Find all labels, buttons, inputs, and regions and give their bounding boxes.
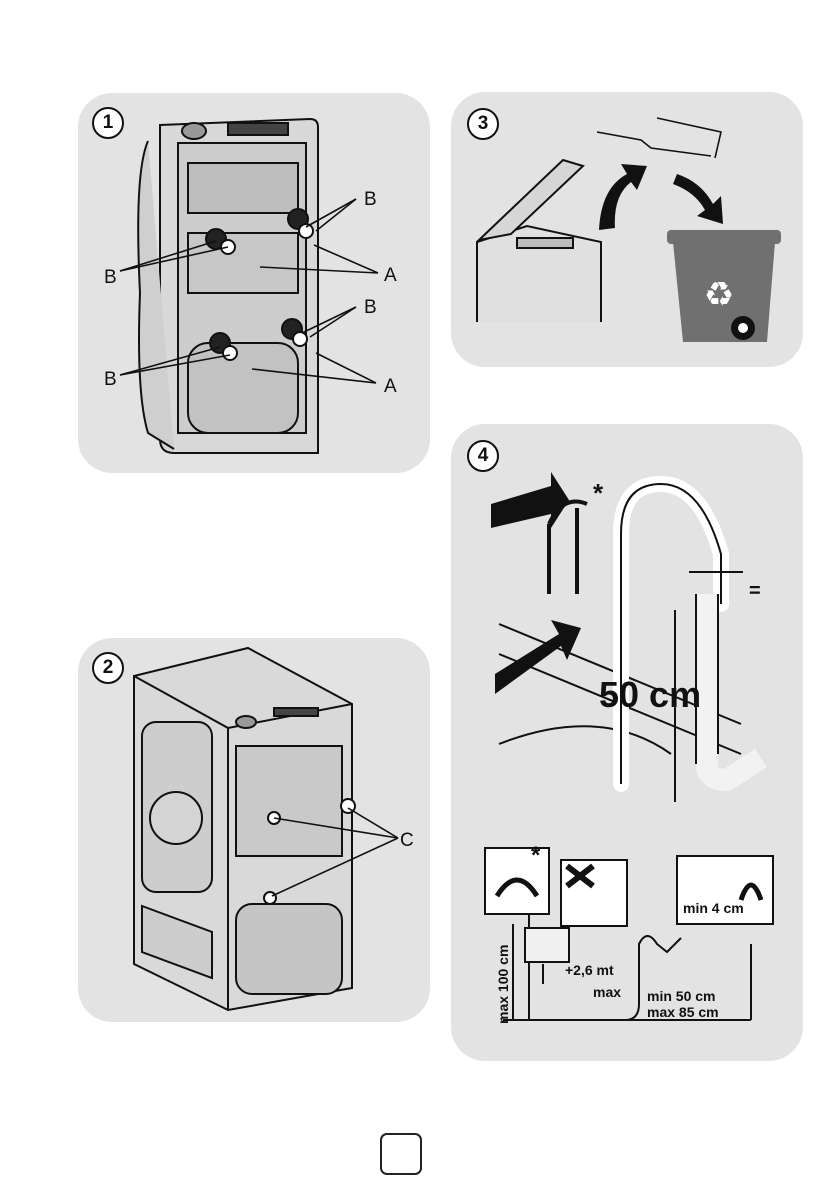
extension-label: +2,6 mt <box>565 962 614 978</box>
arrow-icon <box>673 174 723 224</box>
label-b: B <box>364 189 377 211</box>
max-height-2-label: max 85 cm <box>647 1004 719 1020</box>
svg-text:♻: ♻ <box>704 275 734 315</box>
label-a: A <box>384 376 397 398</box>
arrow-icon <box>491 472 569 528</box>
asterisk: * <box>593 478 603 509</box>
recycle-bin-icon: ♻ <box>667 230 781 342</box>
extension-max-label: max <box>593 984 621 1000</box>
figure-1-panel: 1 B B A B B A <box>78 93 430 473</box>
arrow-icon <box>599 164 647 230</box>
label-b: B <box>104 369 117 391</box>
machine-back-illustration <box>78 93 430 473</box>
min-height-label: min 50 cm <box>647 988 715 1004</box>
height-label: 50 cm <box>599 674 701 716</box>
transport-bracket-disposal-illustration: ♻ <box>451 92 803 367</box>
label-b: B <box>104 267 117 289</box>
max-height-label: max 100 cm <box>495 945 511 1024</box>
machine-rear-view-illustration <box>78 638 430 1022</box>
figure-3-panel: 3 ♻ <box>451 92 803 367</box>
figure-4-panel: 4 * <box>451 424 803 1061</box>
asterisk: * <box>531 842 540 870</box>
label-c: C <box>400 830 414 852</box>
figure-2-panel: 2 C <box>78 638 430 1022</box>
label-b: B <box>364 297 377 319</box>
equals-sign: = <box>749 580 761 603</box>
label-a: A <box>384 265 397 287</box>
page-number-box <box>380 1133 422 1175</box>
min-gap-label: min 4 cm <box>683 900 744 916</box>
